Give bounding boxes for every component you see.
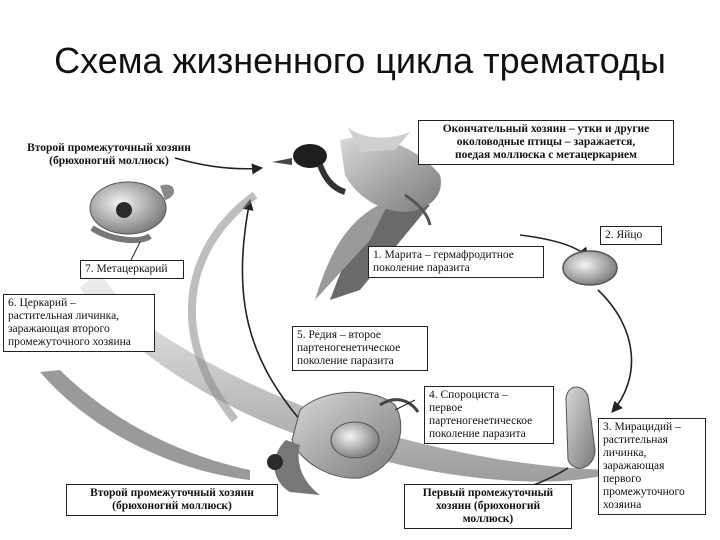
- label-stage2-egg: 2. Яйцо: [600, 226, 662, 245]
- snail-bottom-illustration: [267, 391, 420, 495]
- arrow-snail-to-snail: [241, 198, 301, 421]
- arrow-snail-to-duck: [174, 157, 264, 175]
- label-stage6-cercaria: 6. Церкарий – растительная личинка, зара…: [3, 294, 155, 352]
- label-stage4-sporocyst: 4. Спороциста – первое партеногенетическ…: [424, 386, 554, 444]
- page-title: Схема жизненного цикла трематоды: [54, 40, 666, 81]
- connector-box7: [129, 241, 141, 263]
- miracidium-illustration: [565, 386, 596, 469]
- label-second-host-top: Второй промежуточный хозяин (брюхоногий …: [27, 142, 191, 167]
- arrow-egg-to-miracidium: [597, 289, 633, 413]
- duck-illustration: [272, 128, 441, 300]
- label-stage1-marita: 1. Марита – гермафродитное поколение пар…: [368, 246, 544, 278]
- label-stage5-redia: 5. Редия – второе партеногенетическое по…: [292, 326, 428, 371]
- egg-illustration: [562, 250, 618, 286]
- swoosh-tail: [40, 370, 250, 480]
- label-second-host-bottom: Второй промежуточный хозяин (брюхоногий …: [66, 484, 278, 516]
- label-stage7-metacercaria: 7. Метацеркарий: [80, 260, 184, 279]
- connector-box4: [394, 399, 416, 411]
- arrow-redia-loop: [188, 191, 258, 423]
- label-first-host: Первый промежуточный хозяин (брюхоногий …: [404, 484, 572, 529]
- snail-top-illustration: [89, 181, 175, 244]
- label-stage3-miracidium: 3. Мирацидий – растительная личинка, зар…: [598, 418, 706, 515]
- label-final-host: Окончательный хозяин – утки и другие око…: [418, 120, 674, 165]
